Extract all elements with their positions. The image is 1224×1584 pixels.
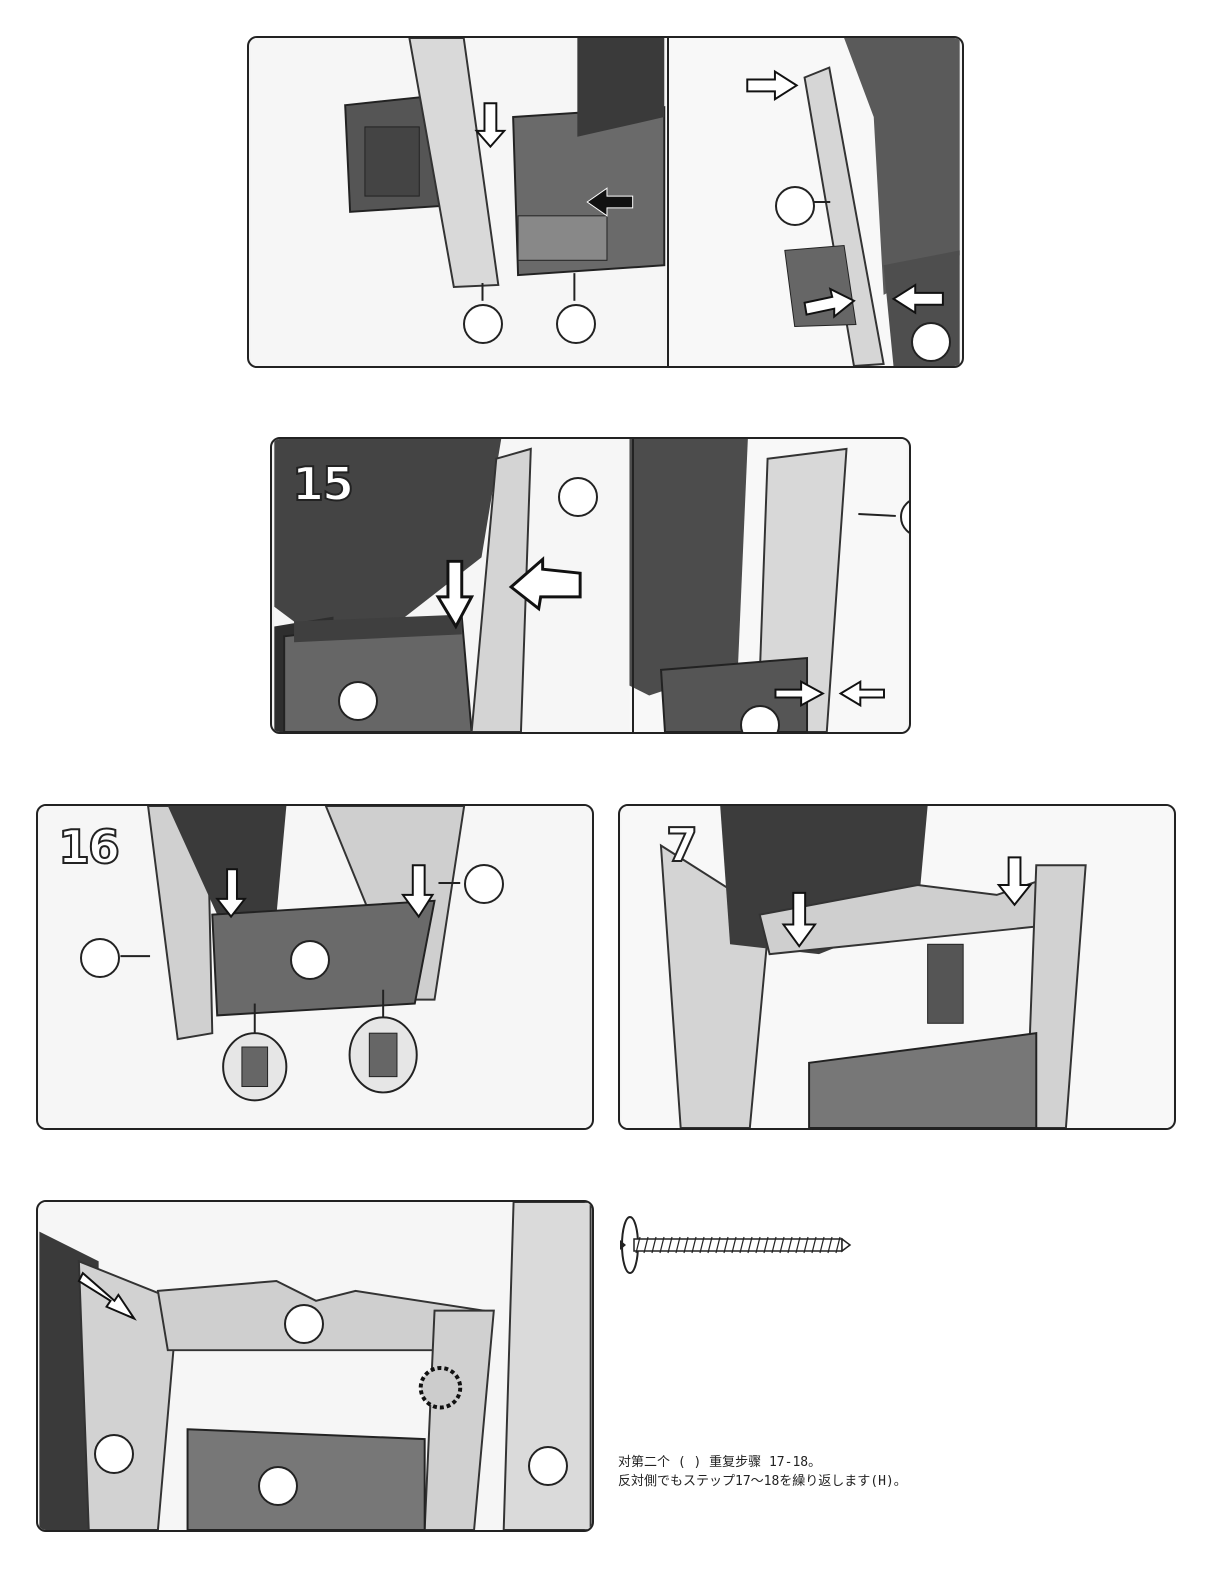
step-18-illustration (38, 1202, 592, 1530)
callout-circle (284, 1304, 324, 1344)
callout-circle (558, 477, 598, 517)
panel-divider (632, 439, 634, 732)
callout-circle (775, 186, 815, 226)
step-14-illustration (249, 38, 962, 366)
step-17-panel: 7 (618, 804, 1176, 1130)
panel-divider (667, 38, 669, 366)
step-17-illustration (620, 806, 1174, 1128)
instruction-text: 对第二个 ( ) 重复步骤 17-18。 反対側でもステップ17～18を繰り返し… (618, 1453, 907, 1491)
callout-circle (528, 1446, 568, 1486)
step-number: 7 (666, 822, 696, 868)
callout-circle (911, 322, 951, 362)
instruction-ja: 反対側でもステップ17～18を繰り返します(H)。 (618, 1474, 907, 1489)
step-18-panel (36, 1200, 594, 1532)
callout-circle (94, 1434, 134, 1474)
callout-circle (556, 304, 596, 344)
callout-circle (290, 940, 330, 980)
step-15-panel: 15 (270, 437, 911, 734)
screw-icon (616, 1214, 852, 1276)
instruction-zh: 对第二个 ( ) 重复步骤 17-18。 (618, 1455, 821, 1470)
callout-circle (338, 681, 378, 721)
callout-circle (80, 938, 120, 978)
step-14-panel (247, 36, 964, 368)
step-16-panel: 16 (36, 804, 594, 1130)
callout-circle (464, 864, 504, 904)
callout-circle (463, 304, 503, 344)
step-number: 15 (292, 461, 352, 507)
step-number: 16 (58, 824, 118, 870)
callout-circle (258, 1466, 298, 1506)
